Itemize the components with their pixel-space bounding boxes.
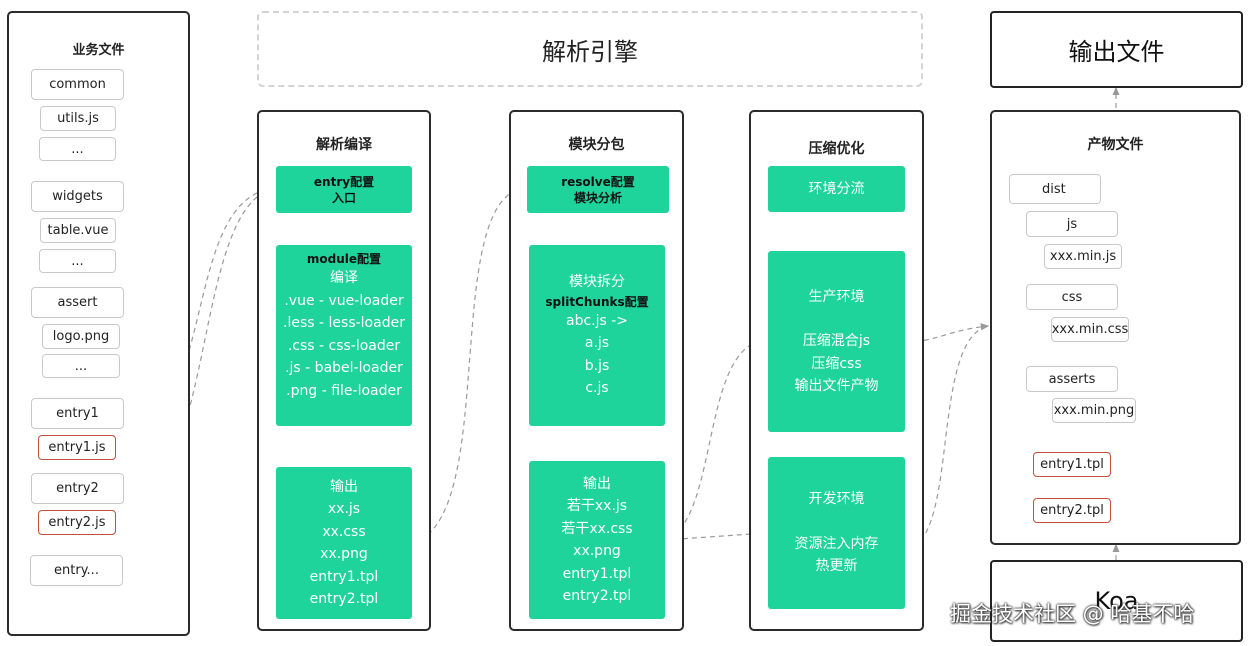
parse-output-box: 输出 xx.js xx.css xx.png entry1.tpl entry2… <box>276 467 412 619</box>
split-chunks-head: splitChunks配置 <box>545 294 649 309</box>
module-line-4: .js - babel-loader <box>285 360 403 376</box>
entry-config-line1: entry配置 <box>313 174 375 189</box>
node-asserts-dir: asserts <box>1026 366 1118 392</box>
parse-output-line-0: 输出 <box>330 478 358 495</box>
prod-line-4: 输出文件产物 <box>794 378 879 394</box>
dev-line-2: 资源注入内存 <box>794 535 879 552</box>
split-output-line-0: 输出 <box>583 475 611 492</box>
node-xxx-min-js: xxx.min.js <box>1044 244 1122 269</box>
watermark: 掘金技术社区 @ 哈基不哈 <box>950 602 1195 626</box>
split-output-line-5: entry2.tpl <box>562 588 632 604</box>
compress-optimize-title: 压缩优化 <box>808 141 865 157</box>
parse-output-line-1: xx.js <box>327 501 361 517</box>
parse-output-line-2: xx.css <box>322 523 366 540</box>
module-config-head: module配置 <box>306 252 382 266</box>
node-entry2: entry2 <box>31 473 124 504</box>
module-split-box: 模块拆分 splitChunks配置 abc.js -> a.js b.js c… <box>529 245 665 426</box>
split-output-line-1: 若干xx.js <box>566 498 628 514</box>
resolve-config-line1: resolve配置 <box>561 174 635 189</box>
split-output-line-3: xx.png <box>573 543 621 559</box>
split-line-0: abc.js -> <box>565 312 629 329</box>
node-entry2-tpl: entry2.tpl <box>1033 498 1111 523</box>
module-line-3: .css - css-loader <box>287 337 401 354</box>
split-line-3: c.js <box>585 380 609 397</box>
node-xxx-min-png: xxx.min.png <box>1052 398 1136 423</box>
module-line-5: .png - file-loader <box>286 382 402 399</box>
node-assert: assert <box>31 287 124 318</box>
node-logo-png: logo.png <box>42 324 120 349</box>
koa-title: Koa <box>1094 587 1139 615</box>
split-output-line-4: entry1.tpl <box>562 565 632 582</box>
source-files-title: 业务文件 <box>72 43 125 58</box>
dev-line-3: 热更新 <box>815 558 858 575</box>
node-entry1-tpl: entry1.tpl <box>1033 452 1111 477</box>
split-line1: 模块拆分 <box>569 274 625 291</box>
node-widgets: widgets <box>31 181 124 212</box>
entry-config-box: entry配置 入口 <box>276 166 412 213</box>
node-entry1-js: entry1.js <box>38 435 116 460</box>
parse-output-line-4: entry1.tpl <box>309 568 379 585</box>
koa-box: Koa <box>990 560 1243 642</box>
prod-line-0: 生产环境 <box>808 288 865 305</box>
module-line-2: .less - less-loader <box>283 315 405 331</box>
entry-config-line2: 入口 <box>331 190 356 205</box>
resolve-config-box: resolve配置 模块分析 <box>527 166 669 213</box>
env-split-label: 环境分流 <box>808 180 865 197</box>
product-files-title: 产物文件 <box>1087 137 1144 153</box>
module-split-title: 模块分包 <box>568 137 625 153</box>
module-line-0: 编译 <box>330 270 358 286</box>
node-ellipsis-3: ... <box>42 354 120 378</box>
node-entry-more: entry... <box>30 555 123 586</box>
node-entry2-js: entry2.js <box>38 510 116 535</box>
prod-line-3: 压缩css <box>811 355 862 372</box>
node-js-dir: js <box>1026 211 1118 237</box>
prod-line-2: 压缩混合js <box>802 333 871 349</box>
node-utils-js: utils.js <box>40 106 116 131</box>
output-files-box: 输出文件 <box>990 11 1243 88</box>
dev-line-0: 开发环境 <box>808 491 865 508</box>
parse-output-line-3: xx.png <box>320 546 368 562</box>
env-split-box: 环境分流 <box>768 166 905 212</box>
engine-title-box: 解析引擎 <box>257 11 923 87</box>
node-css-dir: css <box>1026 284 1118 310</box>
node-common: common <box>31 69 124 100</box>
node-ellipsis-2: ... <box>39 249 116 273</box>
resolve-config-line2: 模块分析 <box>573 190 622 205</box>
module-config-box: module配置 编译 .vue - vue-loader .less - le… <box>276 245 412 426</box>
split-output-line-2: 若干xx.css <box>561 520 633 537</box>
parse-output-line-5: entry2.tpl <box>309 591 379 607</box>
engine-title: 解析引擎 <box>542 37 638 66</box>
module-line-1: .vue - vue-loader <box>284 292 404 309</box>
split-output-box: 输出 若干xx.js 若干xx.css xx.png entry1.tpl en… <box>529 461 665 619</box>
split-line-1: a.js <box>584 335 610 352</box>
parse-compile-title: 解析编译 <box>316 137 372 153</box>
node-table-vue: table.vue <box>40 218 116 243</box>
prod-env-box: 生产环境 压缩混合js 压缩css 输出文件产物 <box>768 251 905 432</box>
node-entry1: entry1 <box>31 398 124 429</box>
dev-env-box: 开发环境 资源注入内存 热更新 <box>768 457 905 609</box>
split-line-2: b.js <box>584 357 610 374</box>
output-files-title: 输出文件 <box>1068 38 1165 66</box>
node-dist: dist <box>1009 174 1101 204</box>
node-xxx-min-css: xxx.min.css <box>1051 317 1129 342</box>
node-ellipsis-1: ... <box>39 137 116 161</box>
